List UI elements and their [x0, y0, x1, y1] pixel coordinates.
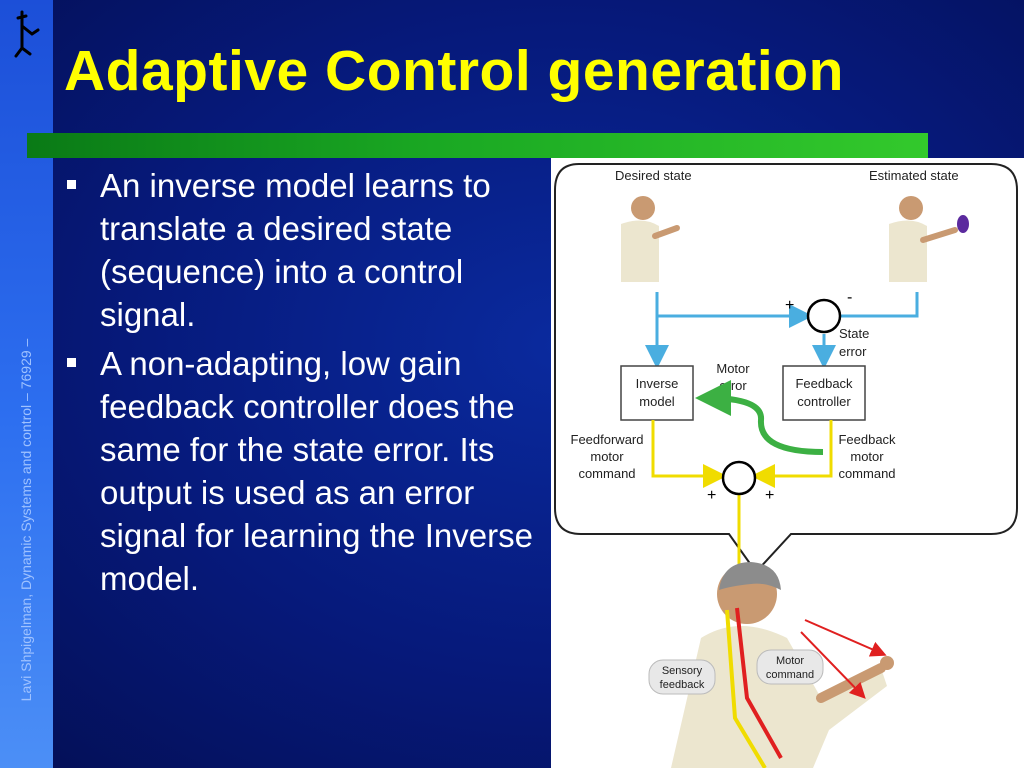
sensory-feedback-label-2: feedback — [660, 679, 705, 691]
feedback-controller-box — [782, 365, 866, 421]
motor-command-label-1: Motor — [776, 655, 804, 667]
plus-sign: + — [765, 487, 774, 504]
inverse-model-box — [620, 365, 694, 421]
sidebar: Lavi Shpigelman, Dynamic Systems and con… — [0, 0, 53, 768]
minus-sign: - — [847, 289, 852, 306]
title-underline-bar — [27, 133, 928, 158]
bullet-list: An inverse model learns to translate a d… — [64, 164, 542, 606]
desired-state-person-icon — [621, 196, 680, 282]
motor-command-label-2: command — [766, 669, 814, 681]
state-summing-junction — [806, 298, 842, 334]
control-diagram-figure: Desired state Estimated state + - State … — [551, 158, 1024, 768]
motor-error-label-1: Motor — [716, 361, 750, 376]
motor-error-arrow — [695, 380, 824, 455]
plus-sign: + — [785, 297, 794, 314]
plus-sign: + — [707, 487, 716, 504]
slide-title: Adaptive Control generation — [64, 39, 844, 103]
feedback-command-label-3: command — [838, 466, 895, 481]
bullet-text: A non-adapting, low gain feedback contro… — [100, 345, 533, 597]
inverse-model-label-2: model — [639, 394, 675, 409]
motor-command-callout — [756, 649, 824, 685]
motor-error-label-2: error — [719, 378, 747, 393]
motor-summing-junction — [721, 460, 757, 496]
feedback-controller-label-2: controller — [797, 394, 851, 409]
sensory-feedback-callout — [648, 659, 716, 695]
feedforward-label-3: command — [578, 466, 635, 481]
feedforward-label-1: Feedforward — [571, 432, 644, 447]
square-bullet-icon — [67, 358, 76, 367]
bullet-item: An inverse model learns to translate a d… — [64, 164, 542, 336]
feedforward-label-2: motor — [590, 449, 624, 464]
estimated-state-label: Estimated state — [869, 168, 959, 183]
feedback-command-label-2: motor — [850, 449, 884, 464]
estimated-state-person-icon — [889, 196, 969, 282]
desired-state-label: Desired state — [615, 168, 692, 183]
state-error-label-1: State — [839, 326, 869, 341]
walking-figure-logo-icon — [14, 10, 40, 58]
footer-author-text: Lavi Shpigelman, Dynamic Systems and con… — [18, 338, 34, 702]
bullet-text: An inverse model learns to translate a d… — [100, 167, 491, 333]
feedback-controller-label-1: Feedback — [795, 376, 853, 391]
sensory-feedback-label-1: Sensory — [662, 665, 703, 677]
square-bullet-icon — [67, 180, 76, 189]
bullet-item: A non-adapting, low gain feedback contro… — [64, 342, 542, 600]
inverse-model-label-1: Inverse — [636, 376, 679, 391]
state-error-label-2: error — [839, 344, 867, 359]
feedback-command-label-1: Feedback — [838, 432, 896, 447]
